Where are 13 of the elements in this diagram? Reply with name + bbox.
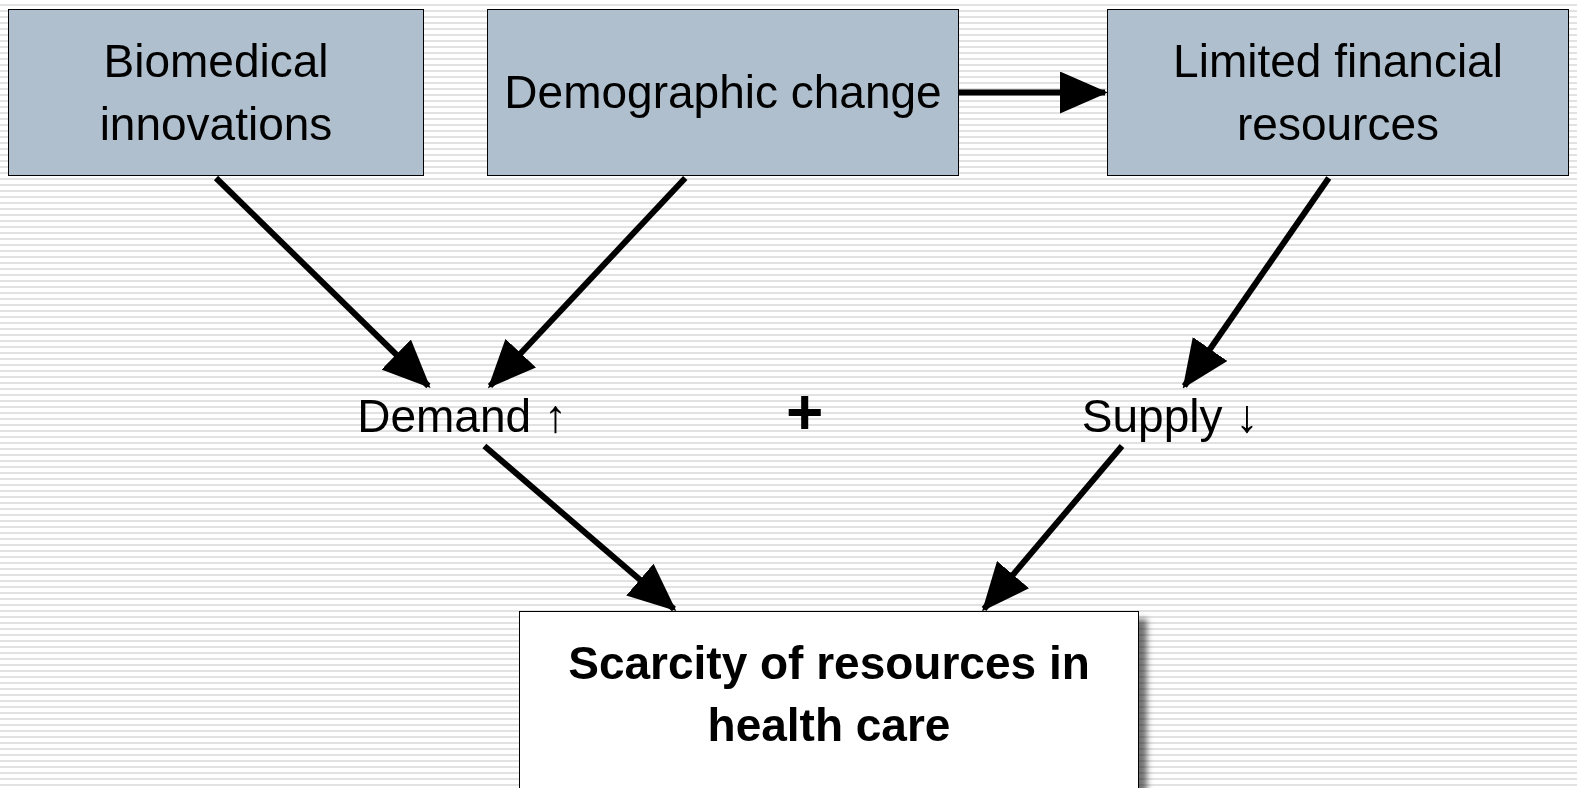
text-label: Supply ↓ — [1050, 388, 1290, 444]
arrow — [981, 444, 1125, 612]
arrow — [1181, 176, 1332, 389]
arrow — [482, 443, 677, 612]
result-box: Scarcity of resources in health care — [519, 611, 1139, 788]
plus-sign: + — [786, 380, 824, 444]
arrow — [213, 175, 431, 389]
arrow — [959, 71, 1108, 114]
process-box: Demographic change — [487, 9, 959, 176]
process-box: Limited financial resources — [1107, 9, 1569, 176]
process-box: Biomedical innovations — [8, 9, 424, 176]
text-label: Demand ↑ — [322, 388, 602, 444]
arrow — [487, 175, 688, 389]
